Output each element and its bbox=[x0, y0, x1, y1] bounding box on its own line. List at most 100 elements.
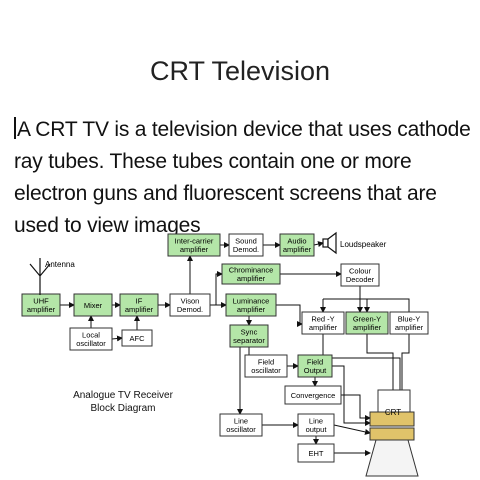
loudspeaker-label: Loudspeaker bbox=[340, 240, 387, 249]
connection-line bbox=[401, 334, 410, 390]
block-local-osc-label: oscillator bbox=[76, 339, 106, 348]
block-chroma-label: Chrominance bbox=[229, 266, 274, 275]
block-sound-demod-label: Sound bbox=[235, 237, 257, 246]
block-field-out-label: Output bbox=[304, 366, 327, 375]
connection-line bbox=[323, 298, 410, 312]
block-chroma-box bbox=[221, 263, 281, 285]
block-line-osc-label: Line bbox=[234, 417, 248, 426]
block-colour-decoder-label: Colour bbox=[349, 267, 372, 276]
block-mixer-box bbox=[73, 293, 113, 317]
block-vision-demod-label: Demod. bbox=[177, 305, 203, 314]
block-audio-amp-label: Audio bbox=[287, 237, 306, 246]
block-convergence-label: Convergence bbox=[291, 391, 336, 400]
block-blue-y-label: Blue-Y bbox=[398, 315, 421, 324]
block-intercarrier-label: Inter-carrier bbox=[175, 237, 214, 246]
block-local-osc-box bbox=[69, 327, 113, 351]
connection-line bbox=[215, 271, 223, 305]
diagram-connections bbox=[22, 241, 410, 456]
block-line-osc-label: oscillator bbox=[226, 425, 256, 434]
block-audio-amp-box bbox=[279, 233, 315, 257]
block-uhf-label: amplifier bbox=[27, 305, 56, 314]
block-if-label: amplifier bbox=[125, 305, 154, 314]
connection-line bbox=[313, 241, 324, 248]
block-colour-decoder-label: Decoder bbox=[346, 275, 375, 284]
block-sync-sep-label: Sync bbox=[241, 328, 258, 337]
block-vision-demod-box bbox=[169, 293, 211, 317]
text-cursor bbox=[14, 117, 16, 139]
block-sync-sep-label: separator bbox=[233, 336, 265, 345]
block-if-box bbox=[119, 293, 159, 317]
connection-line bbox=[322, 334, 401, 390]
block-field-osc-label: Field bbox=[258, 358, 274, 367]
block-sync-sep-box bbox=[229, 324, 269, 348]
block-convergence-box bbox=[284, 385, 342, 405]
block-mixer-label: Mixer bbox=[84, 301, 103, 310]
block-local-osc-label: Local bbox=[82, 331, 100, 340]
block-intercarrier-box bbox=[167, 233, 221, 257]
block-green-y-box bbox=[345, 311, 389, 335]
block-mixer: Mixer bbox=[73, 293, 113, 317]
connection-line bbox=[333, 424, 371, 435]
connection-line bbox=[276, 304, 303, 327]
block-if-label: IF bbox=[136, 297, 143, 306]
block-intercarrier-label: amplifier bbox=[180, 245, 209, 254]
block-luma-box bbox=[225, 293, 277, 317]
antenna-label: Antenna bbox=[45, 260, 75, 269]
slide-title: CRT Television bbox=[149, 56, 331, 86]
block-eht: EHT bbox=[297, 443, 335, 463]
antenna-icon bbox=[29, 258, 51, 295]
crt-label: CRT bbox=[385, 408, 401, 417]
slide-body-content: A CRT TV is a television device that use… bbox=[14, 118, 471, 237]
block-field-out-box bbox=[297, 354, 333, 378]
block-field-osc-label: oscillator bbox=[251, 366, 281, 375]
connection-line bbox=[366, 334, 394, 390]
block-line-out-box bbox=[297, 413, 335, 437]
block-field-out-label: Field bbox=[307, 358, 323, 367]
block-luma-label: amplifier bbox=[237, 305, 266, 314]
block-convergence: Convergence bbox=[284, 385, 342, 405]
slide-body-text: A CRT TV is a television device that use… bbox=[14, 114, 474, 242]
block-afc-box bbox=[121, 329, 153, 347]
block-eht-box bbox=[297, 443, 335, 463]
loudspeaker-icon bbox=[322, 231, 337, 255]
connection-line bbox=[111, 335, 123, 342]
connection-line bbox=[341, 394, 371, 421]
block-sound-demod-label: Demod. bbox=[233, 245, 259, 254]
block-red-y-label: Red -Y bbox=[311, 315, 334, 324]
block-colour-decoder-box bbox=[340, 263, 380, 287]
block-luma-label: Luminance bbox=[233, 297, 270, 306]
block-green-y-label: amplifier bbox=[353, 323, 382, 332]
block-blue-y-label: amplifier bbox=[395, 323, 424, 332]
block-line-out-label: Line bbox=[309, 417, 323, 426]
block-uhf-label: UHF bbox=[33, 297, 49, 306]
block-field-osc-box bbox=[244, 354, 288, 378]
block-chroma-label: amplifier bbox=[237, 274, 266, 283]
block-vision-demod-label: Vison bbox=[181, 297, 200, 306]
block-green-y-label: Green-Y bbox=[353, 315, 381, 324]
block-blue-y-box bbox=[389, 311, 429, 335]
block-audio-amp-label: amplifier bbox=[283, 245, 312, 254]
block-uhf-box bbox=[21, 293, 61, 317]
block-sound-demod-box bbox=[228, 233, 264, 257]
diagram-caption-line2: Block Diagram bbox=[90, 403, 155, 414]
block-red-y-label: amplifier bbox=[309, 323, 338, 332]
block-afc-label: AFC bbox=[130, 334, 146, 343]
